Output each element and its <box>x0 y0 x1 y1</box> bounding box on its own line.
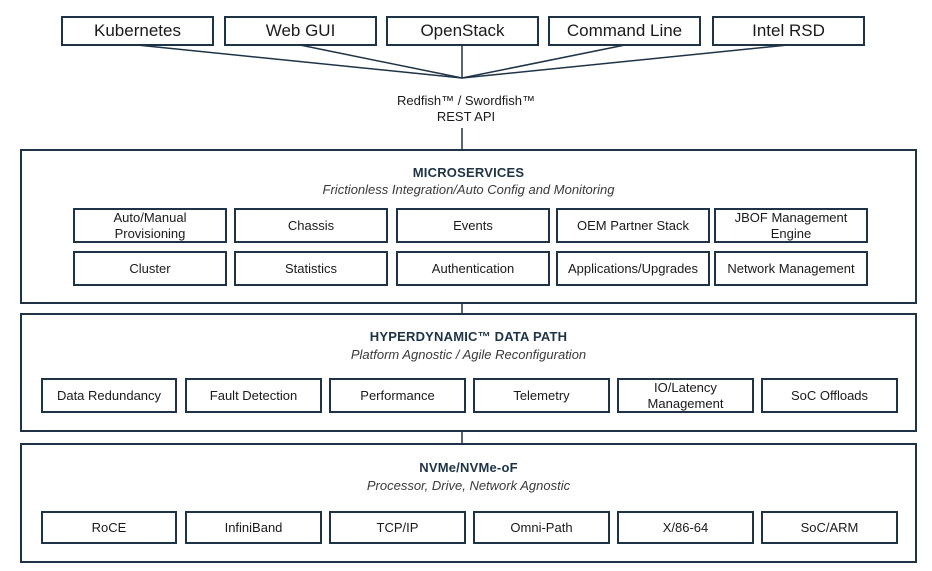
api-label-line1: Redfish™ / Swordfish™ <box>397 93 535 108</box>
dp-item-telemetry: Telemetry <box>473 378 610 413</box>
ms-item-chassis: Chassis <box>234 208 388 243</box>
nvme-item-soc-arm: SoC/ARM <box>761 511 898 544</box>
ms-item-authentication: Authentication <box>396 251 550 286</box>
client-web-gui: Web GUI <box>224 16 377 46</box>
nvme-panel: NVMe/NVMe-oF Processor, Drive, Network A… <box>20 443 917 563</box>
nvme-title: NVMe/NVMe-oF <box>419 460 518 475</box>
ms-item-provisioning: Auto/Manual Provisioning <box>73 208 227 243</box>
datapath-panel: HYPERDYNAMIC™ DATA PATH Platform Agnosti… <box>20 313 917 432</box>
ms-item-cluster: Cluster <box>73 251 227 286</box>
client-openstack: OpenStack <box>386 16 539 46</box>
ms-item-statistics: Statistics <box>234 251 388 286</box>
client-kubernetes: Kubernetes <box>61 16 214 46</box>
ms-item-network-management: Network Management <box>714 251 868 286</box>
nvme-item-roce: RoCE <box>41 511 177 544</box>
nvme-item-tcp-ip: TCP/IP <box>329 511 466 544</box>
dp-item-io-latency: IO/Latency Management <box>617 378 754 413</box>
nvme-subtitle: Processor, Drive, Network Agnostic <box>366 478 571 493</box>
nvme-item-x86-64: X/86-64 <box>617 511 754 544</box>
dp-item-fault-detection: Fault Detection <box>185 378 322 413</box>
client-command-line: Command Line <box>548 16 701 46</box>
microservices-subtitle: Frictionless Integration/Auto Config and… <box>322 182 615 197</box>
nvme-item-omni-path: Omni-Path <box>473 511 610 544</box>
datapath-title: HYPERDYNAMIC™ DATA PATH <box>369 329 568 344</box>
client-intel-rsd: Intel RSD <box>712 16 865 46</box>
ms-item-oem-partner-stack: OEM Partner Stack <box>556 208 710 243</box>
connector-intel-rsd <box>461 44 789 79</box>
dp-item-performance: Performance <box>329 378 466 413</box>
microservices-title: MICROSERVICES <box>412 165 525 180</box>
dp-item-data-redundancy: Data Redundancy <box>41 378 177 413</box>
ms-item-applications-upgrades: Applications/Upgrades <box>556 251 710 286</box>
nvme-item-infiniband: InfiniBand <box>185 511 322 544</box>
connector-kubernetes <box>136 44 463 79</box>
connector-web-gui <box>299 44 463 79</box>
dp-item-soc-offloads: SoC Offloads <box>761 378 898 413</box>
ms-item-events: Events <box>396 208 550 243</box>
connector-command-line <box>461 44 626 79</box>
datapath-subtitle: Platform Agnostic / Agile Reconfiguratio… <box>350 347 587 362</box>
api-label-line2: REST API <box>436 109 496 124</box>
ms-item-jbof-management: JBOF Management Engine <box>714 208 868 243</box>
